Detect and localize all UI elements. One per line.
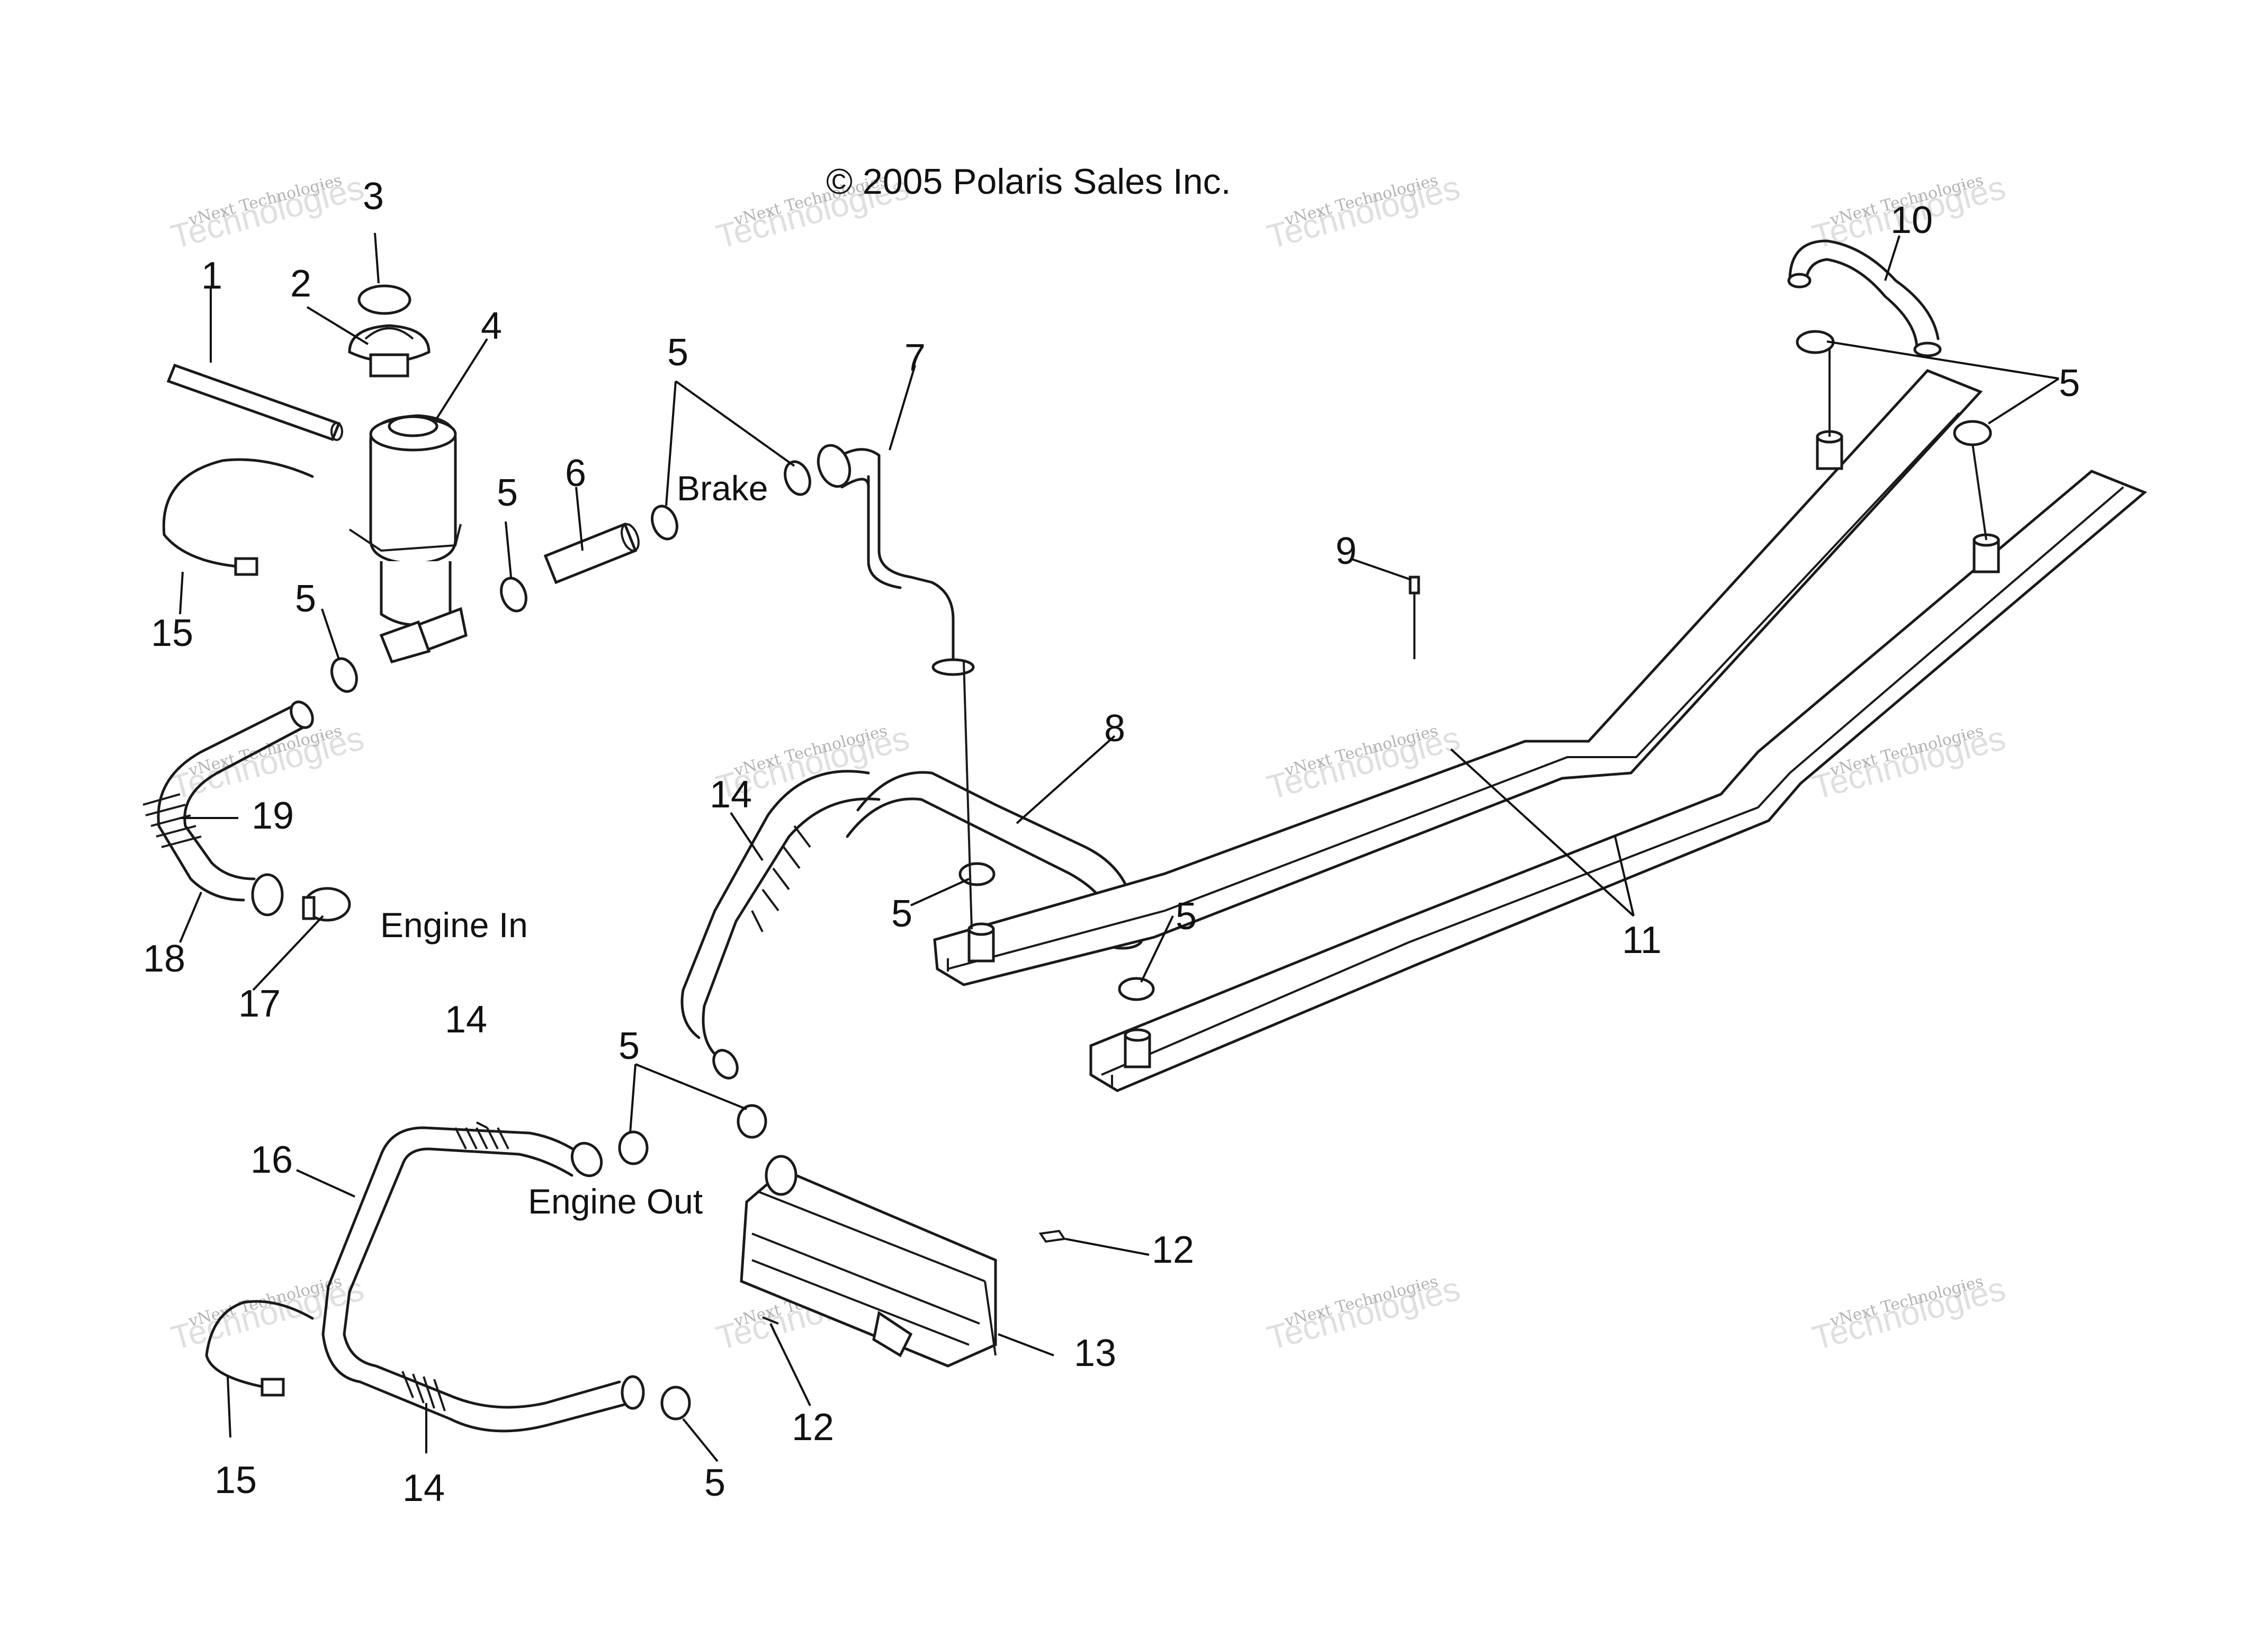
clamps-part-5 (330, 330, 1992, 1421)
callout-15: 15 (151, 612, 193, 654)
callout-8: 8 (1104, 707, 1125, 750)
callout-9: 9 (1335, 530, 1357, 572)
part-7-brake-hose (817, 444, 975, 676)
hose-clamp (784, 460, 811, 496)
callout-5: 5 (2059, 362, 2080, 404)
callout-2: 2 (290, 263, 311, 305)
callout-14: 14 (710, 774, 752, 816)
watermark-9: Technologies vNext Technologies (167, 1269, 367, 1357)
label-engine-out: Engine Out (528, 1182, 703, 1221)
callout-18: 18 (143, 938, 185, 980)
callout-3: 3 (363, 175, 384, 218)
hose-clamp (660, 1386, 691, 1421)
callout-4: 4 (481, 305, 502, 347)
hose-clamp (651, 505, 678, 541)
callout-5: 5 (295, 578, 316, 620)
callout-19: 19 (252, 795, 294, 837)
watermark-11: Technologies vNext Technologies (1263, 1269, 1464, 1357)
hose-clamp (1953, 420, 1992, 446)
callout-17: 17 (238, 983, 281, 1025)
part-18-engine-in-hose (142, 700, 314, 916)
callout-14: 14 (445, 999, 487, 1041)
callout-15: 15 (214, 1459, 257, 1502)
part-3-cap-gasket (357, 284, 411, 315)
callout-5: 5 (891, 893, 912, 935)
label-brake: Brake (677, 469, 768, 508)
part-14-hose-to-cooler (680, 770, 881, 1080)
part-17-hose-clamp (302, 887, 351, 922)
callout-16: 16 (250, 1139, 293, 1181)
callout-5: 5 (618, 1025, 640, 1067)
hose-clamp (1118, 977, 1155, 1001)
part-12-screw (762, 1229, 1066, 1325)
callout-1: 1 (201, 255, 222, 297)
callout-12: 12 (792, 1406, 834, 1449)
callout-12: 12 (1152, 1229, 1194, 1271)
part-4-coolant-bottle (348, 414, 468, 664)
part-14-corrugated-section (401, 825, 811, 1412)
callout-7: 7 (904, 337, 926, 379)
part-15-clamp-strap (162, 458, 314, 1397)
watermark-5: Technologies vNext Technologies (167, 718, 367, 806)
part-10-u-hose (1787, 239, 1942, 357)
callout-14: 14 (402, 1467, 445, 1509)
callout-5: 5 (704, 1462, 725, 1504)
watermarks: Technologies vNext Technologies Technolo… (167, 168, 2009, 1357)
hose-clamp (737, 1104, 767, 1139)
callout-5: 5 (497, 472, 518, 514)
part-13-cooler (740, 1155, 997, 1368)
callout-11: 11 (1622, 919, 1662, 961)
part-16-engine-out-hose (321, 1126, 645, 1433)
part-9-fastener (1409, 576, 1420, 659)
watermark-3: Technologies vNext Technologies (1263, 168, 1464, 256)
leader-lines (179, 232, 2060, 1462)
copyright-text: © 2005 Polaris Sales Inc. (826, 161, 1231, 202)
part-1-overflow-tube (166, 363, 343, 442)
label-engine-in: Engine In (380, 905, 528, 945)
hose-clamp (330, 657, 358, 693)
watermark-12: Technologies vNext Technologies (1808, 1269, 2009, 1357)
callout-10: 10 (1890, 199, 1933, 241)
watermark-1: Technologies vNext Technologies (167, 168, 367, 256)
part-6-connector-tube (543, 522, 640, 585)
callout-numbers: 1 2 3 4 5 6 7 5 5 15 8 9 10 5 11 14 19 5… (143, 175, 2080, 1509)
part-11-heat-exchangers (933, 349, 2147, 1092)
hose-clamp (500, 577, 527, 613)
hose-clamp (618, 1130, 649, 1165)
callout-5: 5 (667, 331, 688, 374)
callout-6: 6 (565, 452, 586, 495)
callout-5: 5 (1176, 895, 1197, 938)
callout-13: 13 (1074, 1332, 1116, 1374)
part-2-pressure-cap (348, 324, 431, 377)
